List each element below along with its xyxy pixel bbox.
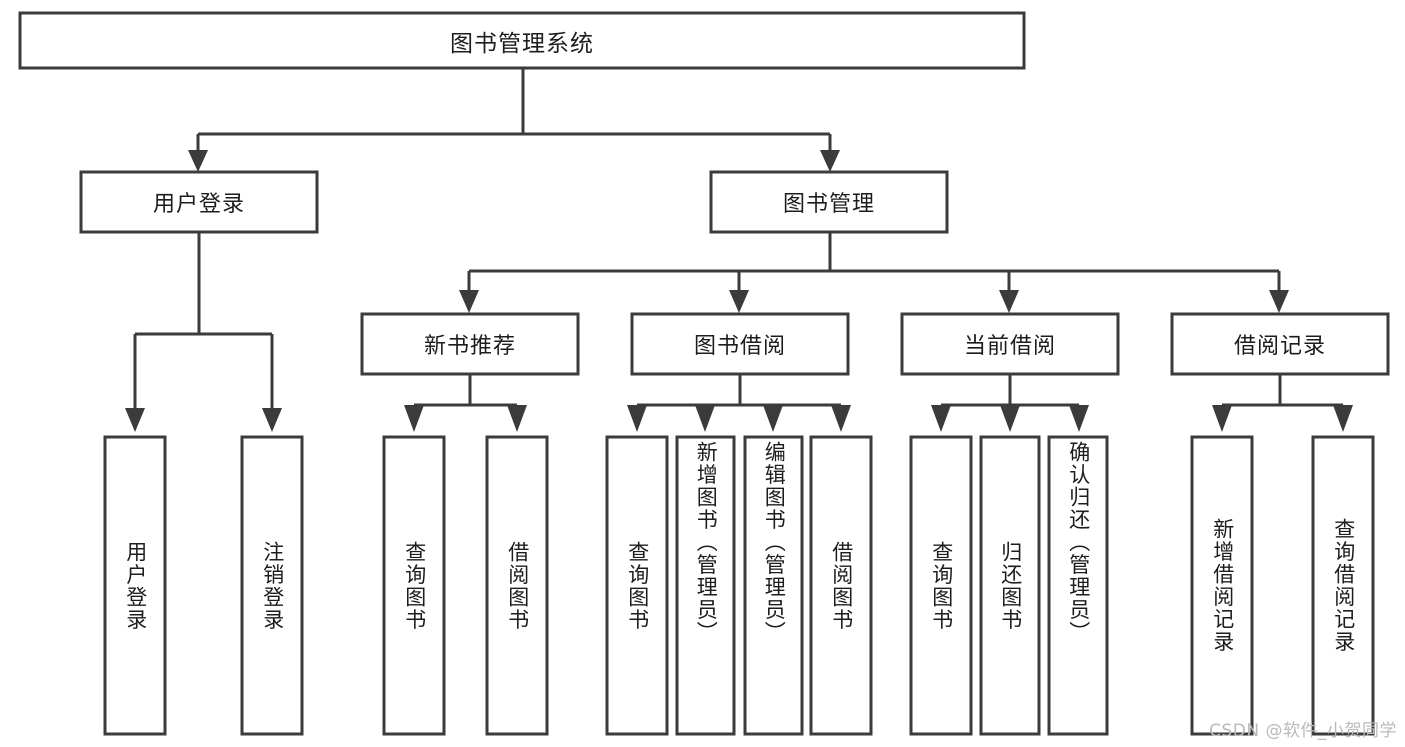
arrow-book-borrow-leaf1-icon	[627, 405, 647, 432]
leaf-box-logout-login[interactable]	[240, 435, 304, 736]
arrow-new-book-leaf1-icon	[404, 405, 424, 432]
node-book-manage-box[interactable]	[709, 170, 949, 234]
csdn-watermark: CSDN @软件_小贺同学	[1209, 721, 1397, 741]
leaf-box-return-book[interactable]	[979, 435, 1041, 736]
node-root-box[interactable]	[18, 11, 1026, 70]
arrow-book-borrow-leaf2-icon	[695, 405, 715, 432]
arrow-to-book-manage-icon	[820, 150, 840, 172]
arrow-book-borrow-leaf4-icon	[831, 405, 851, 432]
arrow-current-borrow-leaf3-icon	[1069, 405, 1089, 432]
leaf-box-borrow-book-1[interactable]	[485, 435, 549, 736]
leaf-box-user-login[interactable]	[103, 435, 167, 736]
node-current-borrow-box[interactable]	[900, 312, 1120, 376]
arrow-current-borrow-leaf2-icon	[1000, 405, 1020, 432]
leaf-box-borrow-book-2[interactable]	[809, 435, 873, 736]
arrow-current-borrow-leaf1-icon	[931, 405, 951, 432]
leaf-box-add-record[interactable]	[1190, 435, 1254, 736]
leaf-box-query-record[interactable]	[1311, 435, 1375, 736]
leaf-box-confirm-return[interactable]	[1047, 435, 1109, 736]
arrow-to-book-borrow-icon	[729, 290, 749, 313]
leaf-box-edit-book[interactable]	[743, 435, 804, 736]
arrow-user-login-leaf1-icon	[125, 408, 145, 432]
node-new-book-recommend-box[interactable]	[360, 312, 580, 376]
leaf-box-query-book-2[interactable]	[605, 435, 669, 736]
arrow-to-user-login-icon	[188, 150, 208, 172]
leaf-box-add-book[interactable]	[675, 435, 736, 736]
node-book-borrow-box[interactable]	[630, 312, 850, 376]
leaf-box-query-book-3[interactable]	[909, 435, 973, 736]
arrow-book-borrow-leaf3-icon	[763, 405, 783, 432]
node-user-login-box[interactable]	[79, 170, 319, 234]
arrow-to-current-borrow-icon	[999, 290, 1019, 313]
leaf-box-query-book-1[interactable]	[382, 435, 446, 736]
arrow-to-borrow-record-icon	[1269, 290, 1289, 313]
arrow-to-new-book-recommend-icon	[459, 290, 479, 313]
arrow-borrow-record-leaf1-icon	[1212, 405, 1232, 432]
arrow-borrow-record-leaf2-icon	[1333, 405, 1353, 432]
arrow-new-book-leaf2-icon	[507, 405, 527, 432]
arrow-user-login-leaf2-icon	[262, 408, 282, 432]
node-borrow-record-box[interactable]	[1170, 312, 1390, 376]
